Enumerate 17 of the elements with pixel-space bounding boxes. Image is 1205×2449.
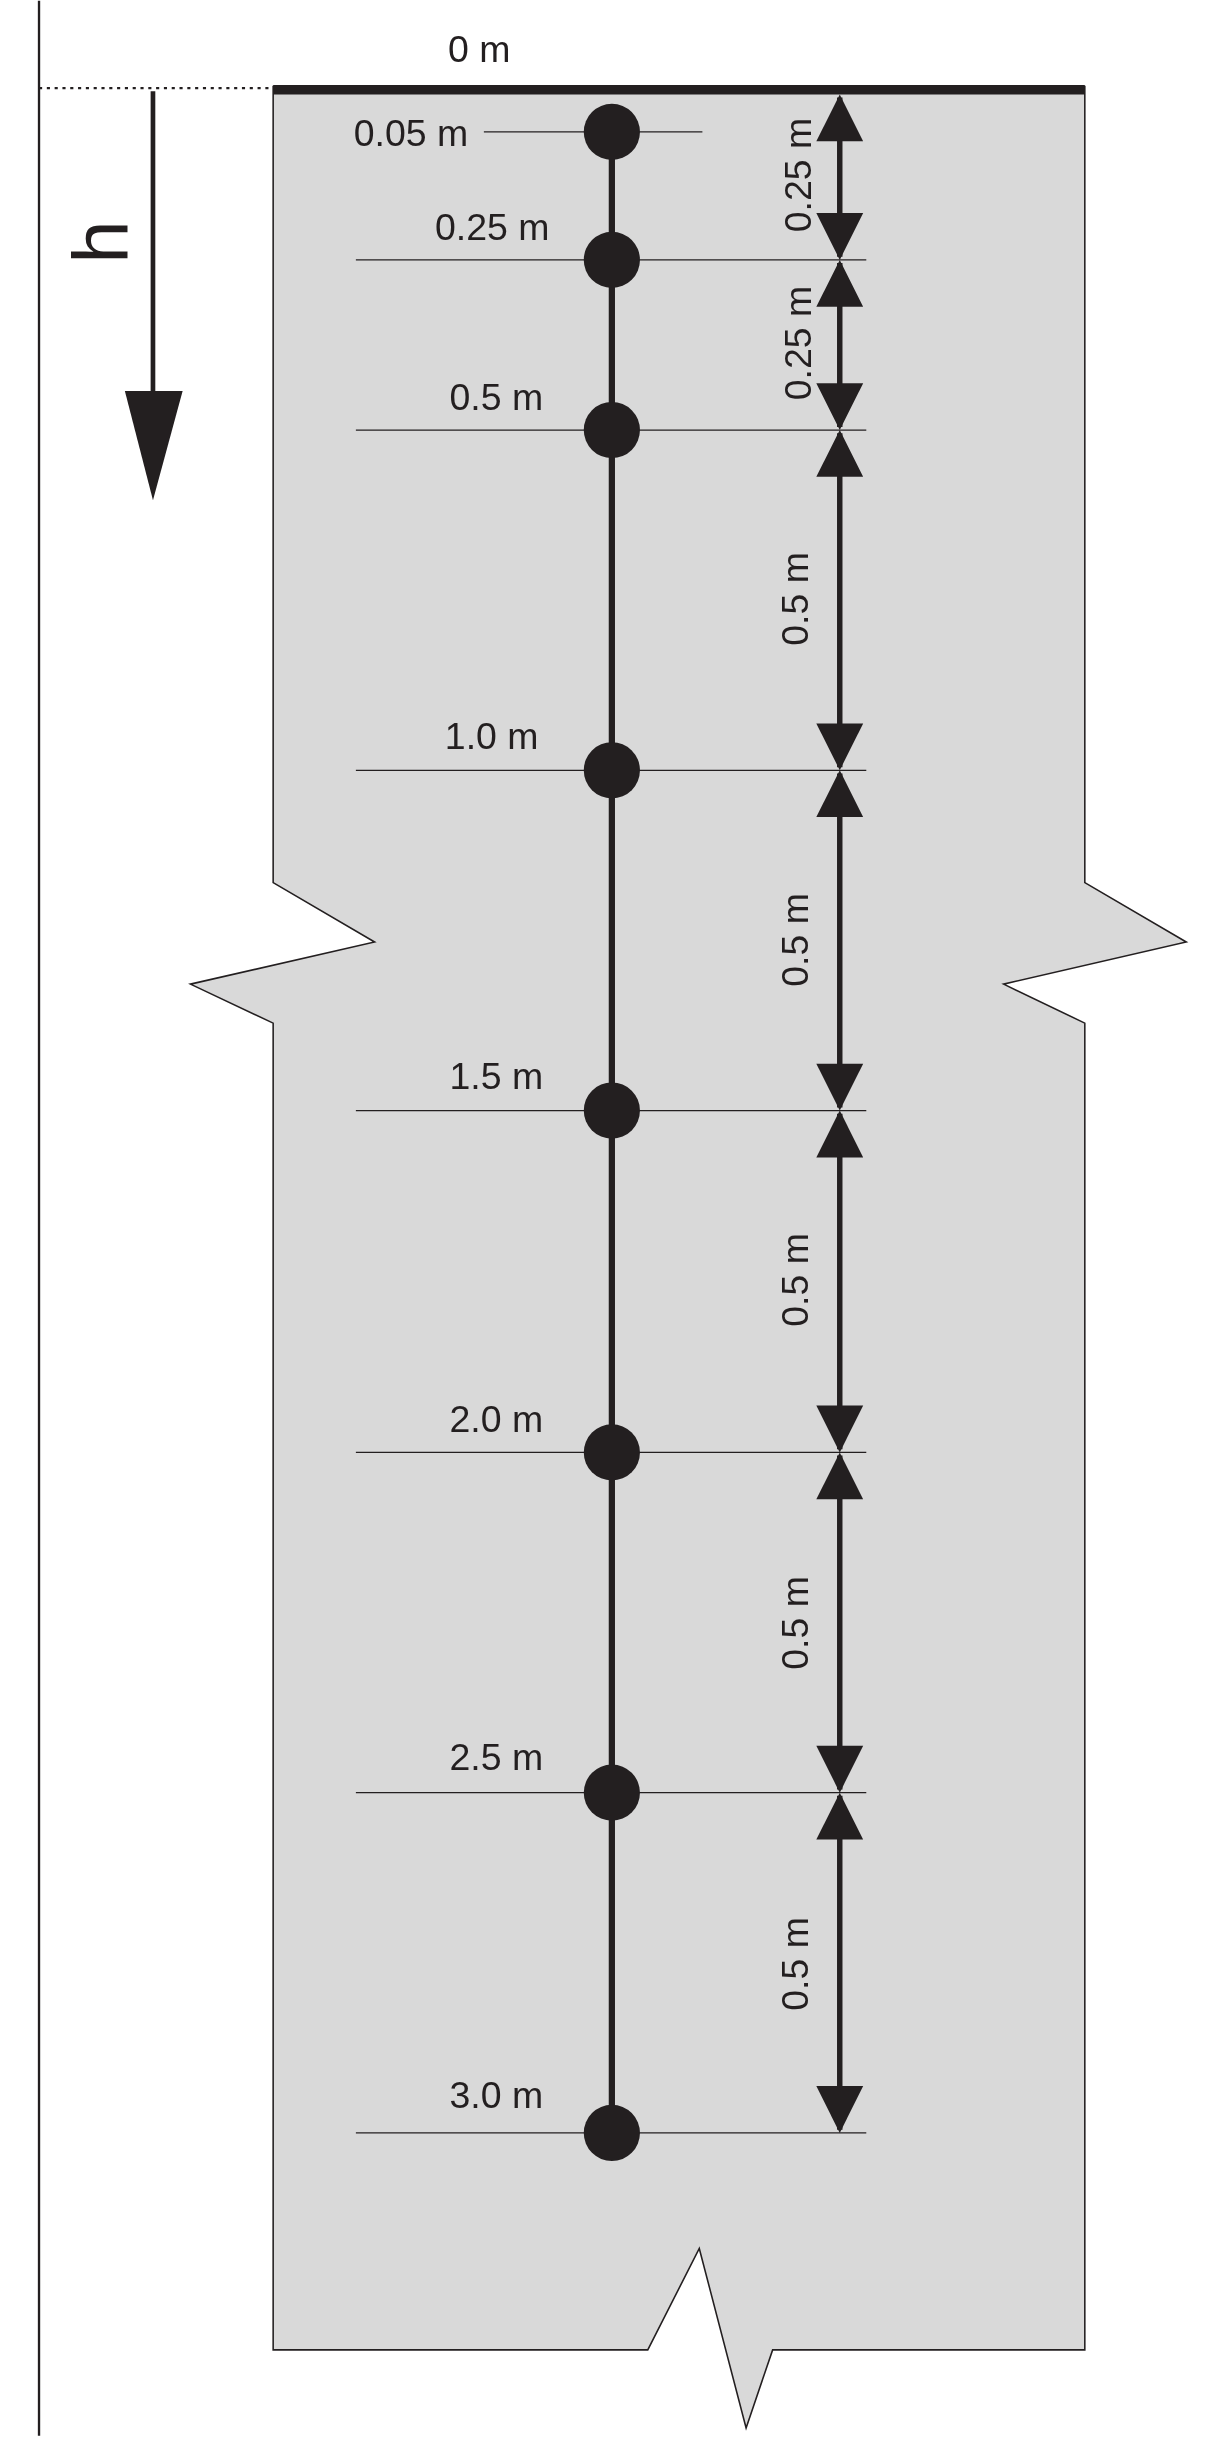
depth-label: 0.5 m — [449, 379, 544, 417]
dimension-label: 0.5 m — [777, 1916, 815, 2011]
dimension-label: 0.25 m — [780, 117, 818, 233]
dimension-label: 0.25 m — [780, 286, 818, 401]
dimension-label: 0.5 m — [777, 552, 815, 647]
depth-label: 1.0 m — [444, 718, 539, 756]
dimension-label: 0.5 m — [777, 1576, 815, 1671]
depth-label: 3.0 m — [449, 2077, 544, 2115]
dimension-label: 0.5 m — [777, 892, 815, 987]
depth-label: 0.25 m — [434, 209, 550, 247]
dimension-label: 0.5 m — [777, 1233, 815, 1327]
depth-label: 1.5 m — [449, 1058, 544, 1096]
surface-depth-label: 0 m — [447, 31, 511, 69]
depth-label: 2.5 m — [449, 1738, 544, 1777]
depth-label: 2.0 m — [449, 1401, 544, 1440]
depth-label: 0.05 m — [353, 115, 469, 153]
depth-axis-label: h — [62, 220, 141, 264]
